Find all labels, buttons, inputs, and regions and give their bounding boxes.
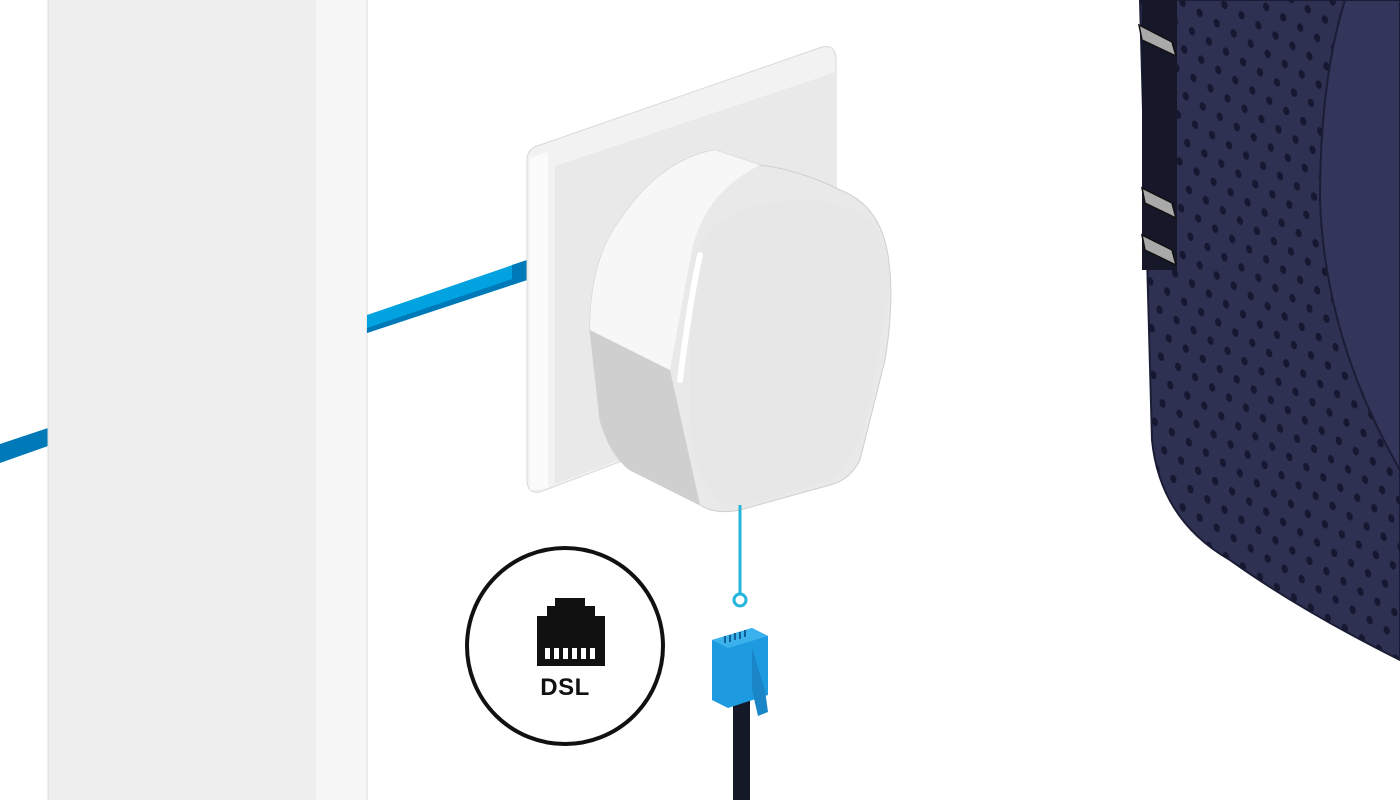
dsl-label: DSL [540,674,590,701]
rj-cable [712,628,768,800]
phone-line-left [0,428,48,463]
router [1137,0,1400,662]
dsl-port-badge: DSL [465,546,665,746]
callout-line [732,505,748,608]
phone-line [367,260,527,333]
dsl-filter [589,149,892,513]
ethernet-port-icon [537,598,605,666]
wall [47,0,368,800]
